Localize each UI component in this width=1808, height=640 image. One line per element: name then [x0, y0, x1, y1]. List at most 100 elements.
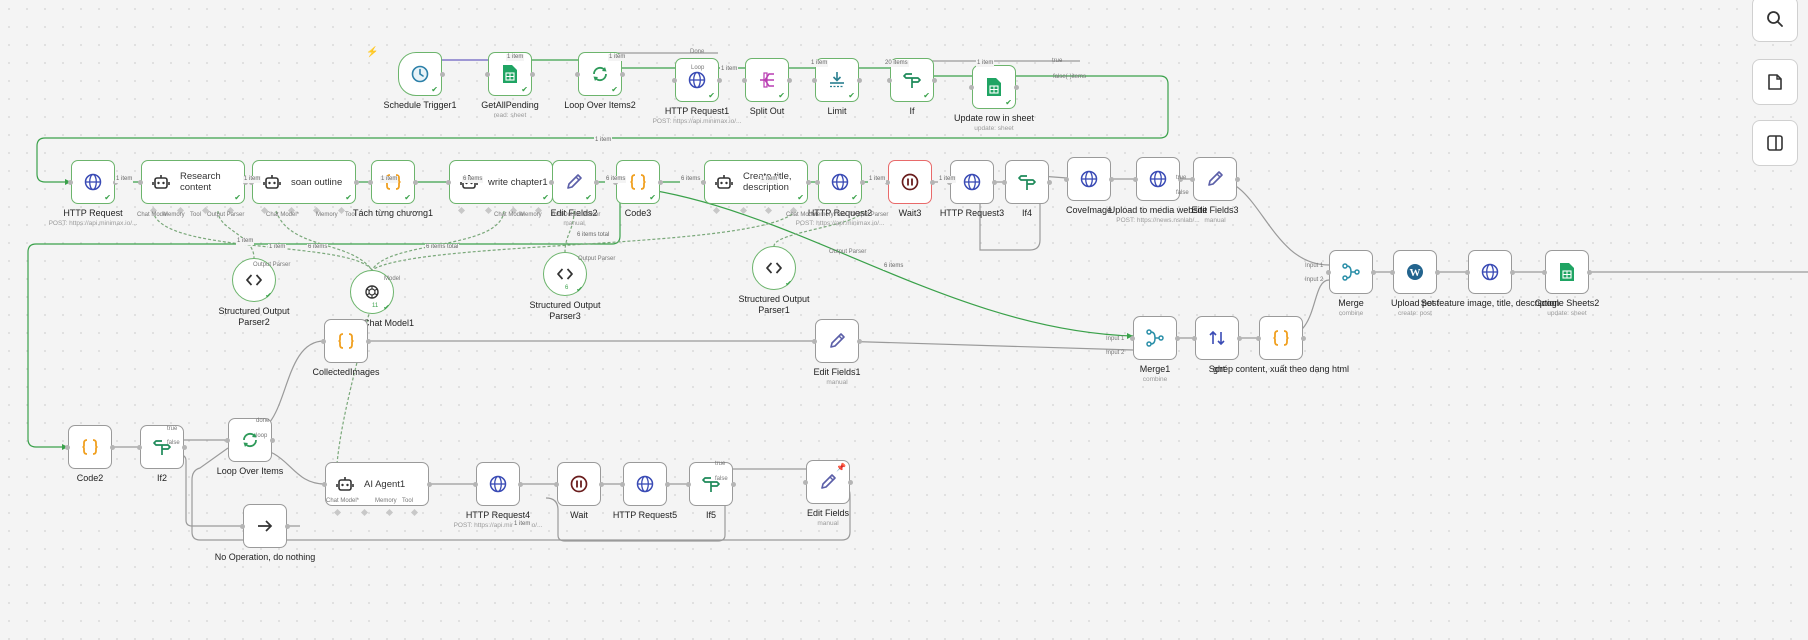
sticky-note-button[interactable]: [1752, 59, 1798, 105]
output-port[interactable]: [731, 481, 736, 487]
node-structured-parser1[interactable]: ✔: [752, 246, 796, 290]
input-port[interactable]: [1190, 176, 1195, 182]
node-http-request2[interactable]: ✔: [818, 160, 862, 204]
node-edit-fields1[interactable]: [815, 319, 859, 363]
input-port[interactable]: [575, 71, 580, 77]
node-loop-over-items[interactable]: [228, 418, 272, 462]
input-port[interactable]: [473, 481, 478, 487]
output-port[interactable]: [599, 481, 604, 487]
output-port[interactable]: [1371, 269, 1376, 275]
output-port[interactable]: [665, 481, 670, 487]
node-merge1[interactable]: [1133, 316, 1177, 360]
output-port[interactable]: [182, 444, 187, 450]
node-edit-fields[interactable]: 📌: [806, 460, 850, 504]
output-port[interactable]: [530, 71, 535, 77]
input-port[interactable]: [137, 444, 142, 450]
input-port[interactable]: [803, 479, 808, 485]
input-port[interactable]: [65, 444, 70, 450]
input-port[interactable]: [549, 179, 554, 185]
node-update-row[interactable]: ✔: [972, 65, 1016, 109]
output-port[interactable]: [366, 338, 371, 344]
output-port[interactable]: [1178, 176, 1183, 182]
output-port[interactable]: [354, 179, 359, 185]
node-code2[interactable]: [68, 425, 112, 469]
node-google-sheets2[interactable]: [1545, 250, 1589, 294]
output-port[interactable]: [717, 77, 722, 83]
output-port[interactable]: [1237, 335, 1242, 341]
input-port[interactable]: [701, 179, 706, 185]
output-port[interactable]: [1109, 176, 1114, 182]
node-if4[interactable]: [1005, 160, 1049, 204]
node-openai-chat[interactable]: ✔: [350, 270, 394, 314]
input-port[interactable]: [1390, 269, 1395, 275]
output-port[interactable]: [518, 481, 523, 487]
output-port[interactable]: [413, 179, 418, 185]
node-wait[interactable]: [557, 462, 601, 506]
input-port[interactable]: [885, 179, 890, 185]
output-port[interactable]: [1587, 269, 1592, 275]
node-set-feature-image[interactable]: [1468, 250, 1512, 294]
input-port[interactable]: [1002, 179, 1007, 185]
output-port[interactable]: [930, 179, 935, 185]
node-upload-media[interactable]: [1136, 157, 1180, 201]
input-port[interactable]: [742, 77, 747, 83]
input-port[interactable]: [368, 179, 373, 185]
input-port[interactable]: [812, 77, 817, 83]
input-port[interactable]: [1133, 176, 1138, 182]
output-port[interactable]: [1047, 179, 1052, 185]
output-port[interactable]: [1301, 335, 1306, 341]
input-port[interactable]: [225, 437, 230, 443]
output-port[interactable]: [1235, 176, 1240, 182]
output-port[interactable]: [594, 179, 599, 185]
node-structured-parser2[interactable]: ✔: [232, 258, 276, 302]
node-http-request4[interactable]: [476, 462, 520, 506]
node-coveimage[interactable]: [1067, 157, 1111, 201]
output-port[interactable]: [857, 77, 862, 83]
zoom-search-button[interactable]: [1752, 0, 1798, 42]
output-port[interactable]: [620, 71, 625, 77]
output-port[interactable]: [1510, 269, 1515, 275]
panel-toggle-button[interactable]: [1752, 120, 1798, 166]
node-ghep-content[interactable]: [1259, 316, 1303, 360]
node-if5[interactable]: [689, 462, 733, 506]
node-edit-fields3[interactable]: [1193, 157, 1237, 201]
input-port[interactable]: [322, 481, 327, 487]
node-create-title[interactable]: Create title, description✔: [704, 160, 808, 204]
node-no-operation[interactable]: [243, 504, 287, 548]
input-port[interactable]: [68, 179, 73, 185]
output-port[interactable]: [1435, 269, 1440, 275]
input-port[interactable]: [815, 179, 820, 185]
input-port[interactable]: [1192, 335, 1197, 341]
output-port[interactable]: [857, 338, 862, 344]
output-port[interactable]: [1175, 335, 1180, 341]
input-port[interactable]: [1465, 269, 1470, 275]
node-http-request3[interactable]: [950, 160, 994, 204]
output-port[interactable]: [1014, 84, 1019, 90]
output-port[interactable]: [658, 179, 663, 185]
node-http-request[interactable]: ✔: [71, 160, 115, 204]
input-port[interactable]: [485, 71, 490, 77]
output-port[interactable]: [110, 444, 115, 450]
input-port[interactable]: [321, 338, 326, 344]
input-port[interactable]: [138, 179, 143, 185]
node-split-out[interactable]: ✔: [745, 58, 789, 102]
node-http-request1[interactable]: ✔: [675, 58, 719, 102]
output-port[interactable]: [270, 437, 275, 443]
input-port[interactable]: [1326, 269, 1331, 275]
output-port[interactable]: [806, 179, 811, 185]
input-port[interactable]: [686, 481, 691, 487]
output-port[interactable]: [992, 179, 997, 185]
node-ai-agent1[interactable]: AI Agent1: [325, 462, 429, 506]
output-port[interactable]: [848, 479, 853, 485]
node-wait3[interactable]: [888, 160, 932, 204]
output-port[interactable]: [285, 523, 290, 529]
input-port[interactable]: [620, 481, 625, 487]
node-edit-fields2[interactable]: ✔: [552, 160, 596, 204]
node-upload-post[interactable]: W: [1393, 250, 1437, 294]
node-if2[interactable]: [140, 425, 184, 469]
input-port[interactable]: [672, 77, 677, 83]
output-port[interactable]: [440, 71, 445, 77]
node-schedule-trigger[interactable]: ✔: [398, 52, 442, 96]
node-structured-parser3[interactable]: ✔: [543, 252, 587, 296]
